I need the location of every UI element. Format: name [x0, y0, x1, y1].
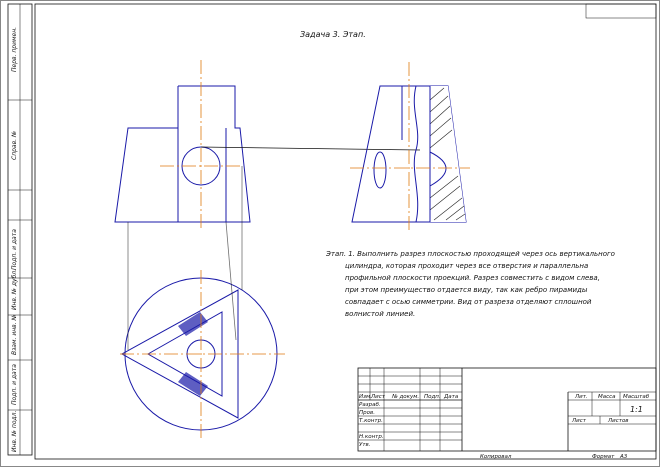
- title-block: Изм. Лист № докум. Подп. Дата Разраб. Пр…: [357, 367, 657, 460]
- stamp-label-orig-inv: Инв. № подл.: [11, 411, 18, 452]
- tb-scale-value: 1:1: [630, 405, 643, 414]
- step-line-1: Этап. 1. Выполнить разрез плоскостью про…: [325, 250, 615, 258]
- wavy-separator: [413, 85, 419, 223]
- task-title: Задача 3. Этап.: [300, 30, 366, 39]
- side-stamp: Перв. примен. Справ. № Подп. и дата Инв.…: [7, 3, 33, 456]
- tb-lit-label: Лит.: [574, 394, 588, 400]
- tb-role-developer: Разраб.: [359, 402, 381, 408]
- step-line-3: профильной плоскости проекций. Разрез со…: [345, 274, 600, 282]
- stamp-label-repl-inv: Взам. инв. №: [11, 314, 18, 355]
- stamp-label-ref-no: Справ. №: [11, 131, 18, 160]
- tb-col-sheet: Лист: [370, 394, 386, 400]
- top-view: [120, 166, 285, 440]
- left-view-section: [350, 62, 470, 232]
- tb-scale-label: Масштаб: [623, 394, 650, 400]
- top-code-box: [585, 3, 657, 19]
- step-description: Этап. 1. Выполнить разрез плоскостью про…: [325, 250, 615, 318]
- tb-mass-label: Масса: [598, 394, 616, 400]
- section-hatch: [429, 86, 466, 222]
- footer-format-label: Формат: [592, 454, 615, 460]
- stamp-label-first-use: Перв. примен.: [11, 27, 18, 72]
- left-hole: [373, 151, 387, 189]
- tb-col-docno: № докум.: [391, 394, 419, 400]
- footer-format-value: А3: [619, 454, 628, 460]
- footer-copied: Копировал: [480, 454, 512, 460]
- step-line-6: волнистой линией.: [345, 310, 415, 318]
- drawing-frame: [34, 3, 657, 460]
- stamp-label-sign-date-1: Подп. и дата: [11, 229, 18, 270]
- tb-col-date: Дата: [443, 394, 459, 400]
- tb-sheet-label: Лист: [571, 418, 587, 424]
- tb-col-sign: Подп.: [424, 394, 441, 400]
- step-line-2: цилиндра, которая проходит через все отв…: [345, 262, 588, 270]
- tb-role-checker: Пров.: [359, 410, 375, 416]
- stamp-label-dup-inv: Инв. № дубл.: [11, 269, 18, 310]
- tb-sheets-label: Листов: [607, 418, 629, 424]
- tb-role-norm-control: Н.контр.: [359, 434, 384, 440]
- tb-role-approved: Утв.: [359, 442, 371, 448]
- tb-role-tech-control: Т.контр.: [359, 418, 383, 424]
- tb-col-rev: Изм.: [359, 394, 372, 400]
- stamp-label-sign-date-2: Подп. и дата: [11, 364, 18, 405]
- step-line-5: совпадает с осью симметрии. Вид от разре…: [345, 298, 592, 306]
- front-view: [114, 60, 421, 230]
- step-line-4: при этом преимущество отдается виду, так…: [345, 286, 588, 294]
